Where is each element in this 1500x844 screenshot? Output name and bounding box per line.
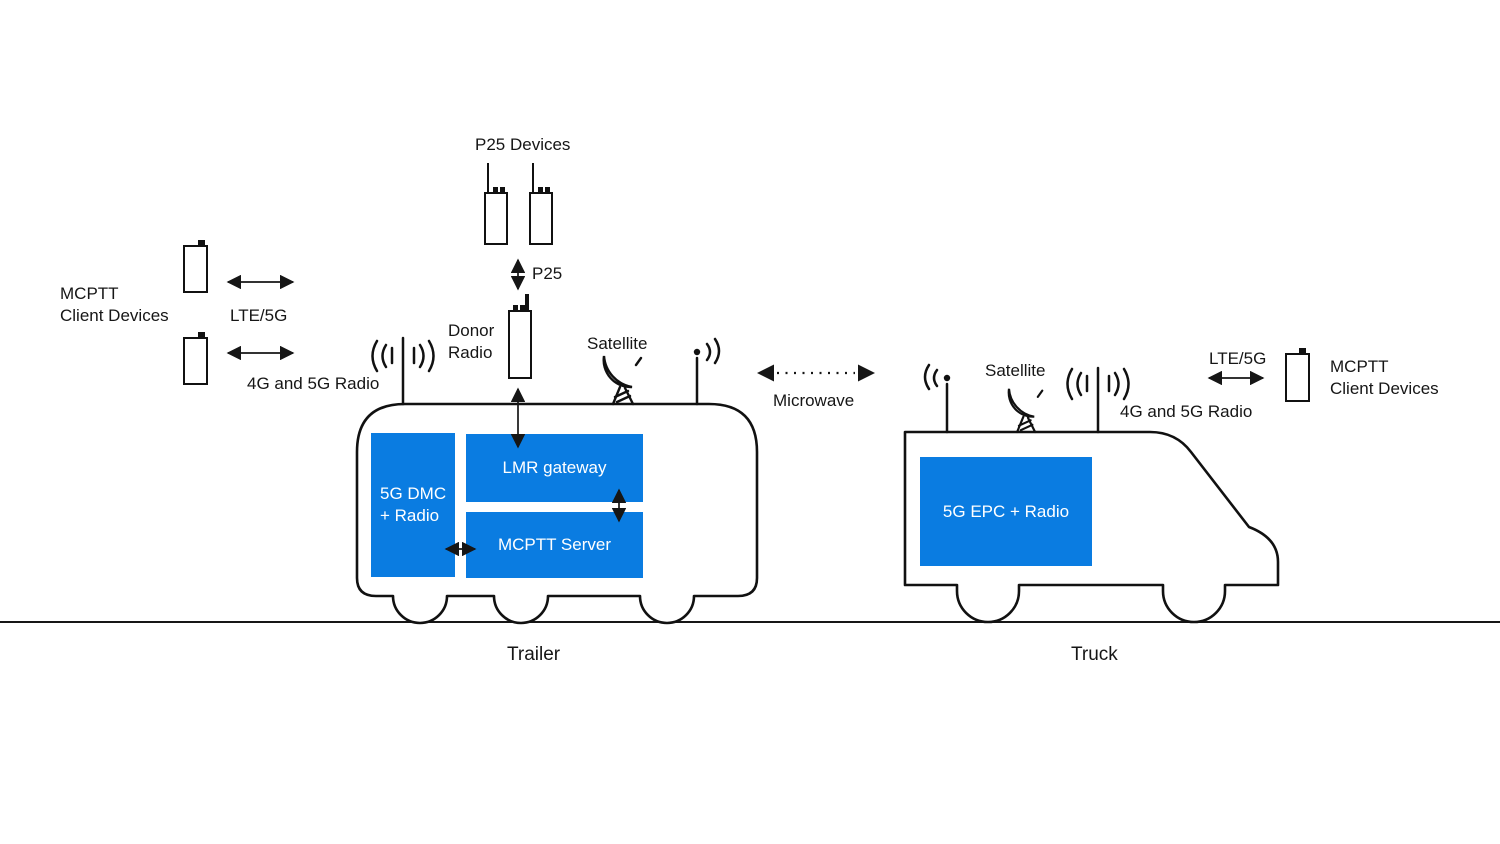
lte-label-left: LTE/5G	[230, 306, 288, 325]
walkie-talkie-icon-2	[529, 163, 553, 245]
lte-label-right: LTE/5G	[1209, 349, 1267, 368]
donor-radio-nub	[513, 305, 518, 311]
mcptt-server-box	[466, 512, 643, 578]
phone-nub	[198, 239, 205, 246]
donor-radio-label: Donor Radio	[448, 320, 494, 364]
left-clients-label: MCPTT Client Devices	[60, 283, 169, 327]
phone-nub	[198, 331, 205, 338]
walkie-talkie-icon-1	[484, 163, 508, 245]
microwave-arrowhead-left	[757, 364, 774, 382]
donor-radio-icon	[508, 294, 532, 379]
dmc-box	[371, 433, 455, 577]
phone-icon-right	[1285, 347, 1310, 402]
left-clients-line2: Client Devices	[60, 306, 169, 325]
antenna-icon-trailer-main	[371, 336, 435, 406]
right-clients-line2: Client Devices	[1330, 379, 1439, 398]
microwave-antenna-icon-trailer	[693, 337, 721, 406]
mcptt-server-label: MCPTT Server	[497, 535, 612, 554]
right-clients-label: MCPTT Client Devices	[1330, 356, 1439, 400]
radio-label-right: 4G and 5G Radio	[1120, 402, 1253, 421]
donor-radio-antenna	[525, 294, 529, 312]
walkie-nub	[500, 187, 505, 193]
right-clients-line1: MCPTT	[1330, 357, 1389, 376]
microwave-antenna-icon-truck	[923, 363, 951, 434]
epc-box	[920, 457, 1092, 566]
dmc-box-label: 5G DMC + Radio	[371, 433, 464, 577]
donor-radio-line2: Radio	[448, 343, 493, 362]
left-clients-line1: MCPTT	[60, 284, 119, 303]
trailer-caption: Trailer	[507, 644, 561, 665]
truck-caption: Truck	[1071, 644, 1118, 665]
satellite-label-trailer: Satellite	[587, 334, 648, 353]
satellite-dish-icon-trailer	[602, 354, 643, 406]
antenna-icon-truck-main	[1066, 366, 1130, 434]
phone-icon-left-1	[183, 239, 208, 293]
lmr-gateway-label: LMR gateway	[502, 458, 607, 477]
phone-nub	[1299, 347, 1306, 354]
dmc-line2: + Radio	[380, 506, 440, 525]
microwave-arrowhead-right	[858, 364, 875, 382]
donor-radio-line1: Donor	[448, 321, 495, 340]
phone-icon-left-2	[183, 331, 208, 385]
satellite-label-truck: Satellite	[985, 361, 1046, 380]
p25-link-label: P25	[532, 264, 563, 283]
walkie-nub	[493, 187, 498, 193]
epc-box-label: 5G EPC + Radio	[942, 501, 1070, 521]
radio-label-left: 4G and 5G Radio	[247, 374, 380, 393]
walkie-nub	[538, 187, 543, 193]
donor-radio-nub	[520, 305, 525, 311]
microwave-arrow	[757, 364, 875, 382]
link-arrows	[226, 258, 1265, 557]
walkie-nub	[545, 187, 550, 193]
dmc-line1: 5G DMC	[380, 484, 447, 503]
walkie-antenna	[487, 163, 489, 194]
walkie-antenna	[532, 163, 534, 194]
p25-devices-label: P25 Devices	[475, 135, 571, 154]
satellite-dish-icon-truck	[1007, 387, 1044, 434]
microwave-label: Microwave	[773, 391, 855, 410]
